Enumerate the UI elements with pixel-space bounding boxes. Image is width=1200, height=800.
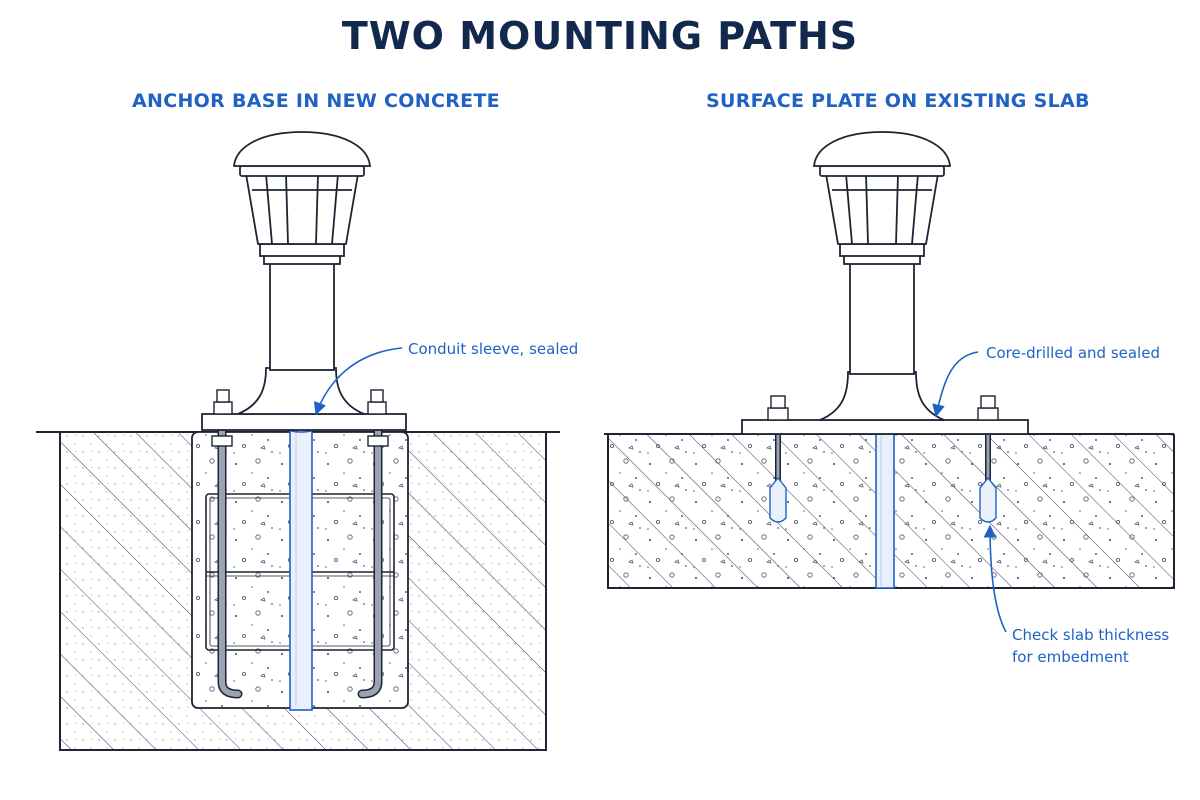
left-base-plate xyxy=(201,389,407,431)
anchor-bolt-icon xyxy=(211,397,389,699)
core-drilled-callout: Core-drilled and sealed xyxy=(986,344,1160,362)
post-lantern-icon xyxy=(813,131,951,421)
page-title: TWO MOUNTING PATHS xyxy=(341,14,859,58)
wedge-anchor-icon xyxy=(769,420,997,523)
conduit-sleeve-callout: Conduit sleeve, sealed xyxy=(408,340,579,358)
post-lantern-icon xyxy=(233,131,371,415)
slab-thickness-callout-line1: Check slab thickness xyxy=(1012,626,1170,644)
right-leader-arrow-icon xyxy=(932,351,1007,633)
right-panel-heading: SURFACE PLATE ON EXISTING SLAB xyxy=(706,90,1090,112)
right-base-plate xyxy=(741,395,1029,435)
conduit-icon xyxy=(286,423,316,711)
left-panel-heading: ANCHOR BASE IN NEW CONCRETE xyxy=(132,90,500,112)
left-leader-arrow-icon xyxy=(313,347,403,416)
core-drill-conduit xyxy=(875,433,895,589)
slab-thickness-callout-line2: for embedment xyxy=(1012,648,1129,666)
